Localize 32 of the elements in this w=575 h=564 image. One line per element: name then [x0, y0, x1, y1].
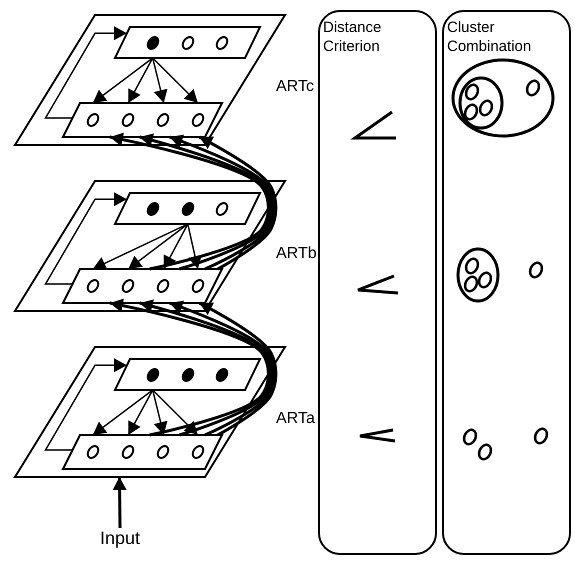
arrow	[139, 133, 272, 270]
arrow	[152, 57, 198, 104]
input-label: Input	[98, 528, 142, 549]
column-panel	[318, 10, 437, 555]
arrow	[163, 224, 188, 270]
arrow	[128, 390, 154, 436]
arrow	[152, 389, 198, 436]
column-panel	[442, 10, 571, 555]
arrow	[128, 223, 188, 270]
layer-label: ARTc	[276, 78, 314, 96]
arrow	[198, 302, 278, 436]
arrow	[152, 390, 168, 436]
arrow	[112, 476, 127, 528]
arrow	[128, 58, 154, 104]
column-heading: Cluster Combination	[447, 18, 532, 56]
arrow	[110, 132, 270, 270]
arrow	[169, 300, 275, 436]
arrow	[92, 57, 154, 104]
arrow	[187, 224, 202, 270]
arrow	[92, 389, 154, 436]
layer-label: ARTb	[276, 245, 317, 263]
arrow	[139, 299, 272, 436]
arrow	[44, 192, 127, 285]
arrow	[44, 26, 127, 119]
column-heading: Distance Criterion	[323, 18, 382, 56]
arrow	[152, 58, 168, 104]
layer-label: ARTa	[276, 410, 315, 428]
arrow	[110, 298, 270, 436]
arrow	[198, 136, 278, 270]
arrow	[44, 358, 127, 451]
arrow	[169, 134, 275, 270]
arrow	[92, 223, 188, 270]
